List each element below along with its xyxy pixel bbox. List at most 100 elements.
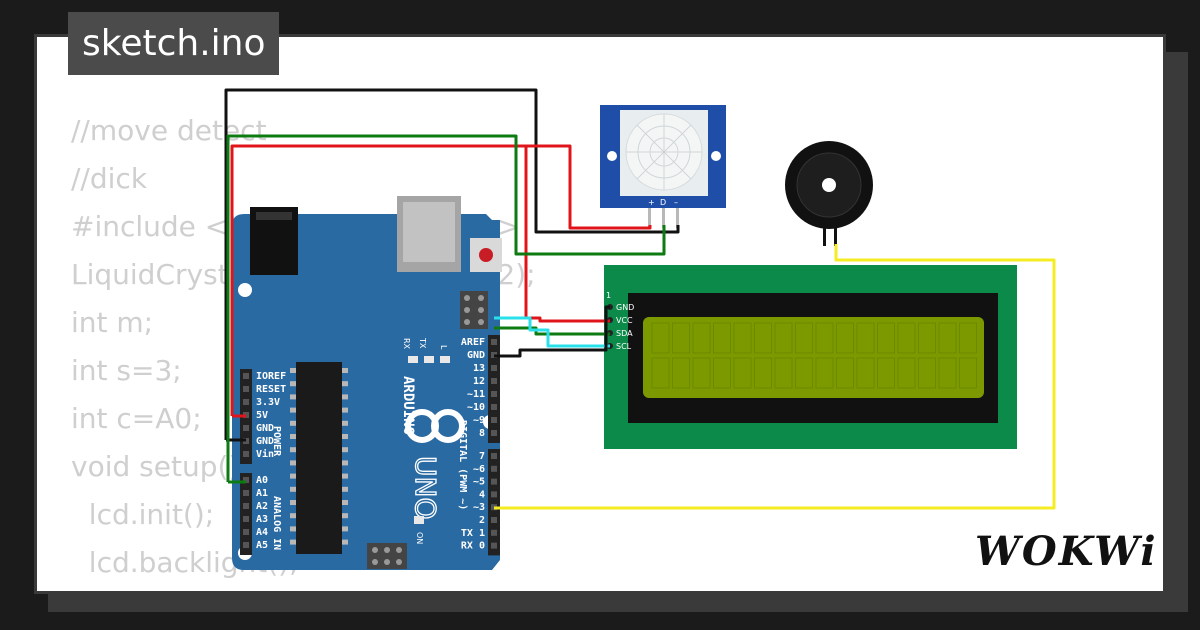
chip-leg [342,381,348,387]
chip-leg [290,381,296,387]
wokwi-logo: WOKWi [975,528,1158,575]
lcd-cell [774,322,793,354]
code-line: lcd.init(); [71,498,215,531]
lcd-cell [774,357,793,389]
pir-pin-minus: – [674,198,678,207]
lcd-cell [856,322,875,354]
chip-leg [342,526,348,532]
chip-leg [290,368,296,373]
file-tab[interactable]: sketch.ino [68,12,280,75]
chip-leg [342,473,348,479]
lcd-cell [918,357,936,389]
pin-label: GND [256,423,274,434]
code-line: int m; [71,306,154,339]
analog-section-label: ANALOG IN [271,496,282,550]
wire-black-lcd-gnd [494,305,610,358]
lcd-cell [795,322,813,354]
pin-label: ~5 [473,477,485,488]
tx-led [424,356,434,363]
chip-legs [290,368,348,545]
lcd-cell [897,357,916,389]
pin-label: RX 0 [461,541,485,552]
chip-leg [290,434,296,439]
wire-yellow-buzzer [494,244,1056,510]
pin-label: 4 [479,489,485,500]
lcd-character-grid [651,322,977,389]
model-label: UNO [409,456,442,519]
pin-label: IOREF [256,371,286,382]
pir-leg [662,208,665,228]
chip-leg [342,486,348,492]
pin-label: AREF [461,337,485,348]
pin-label: A5 [256,540,268,551]
chip-leg [342,447,348,453]
lcd-cell [754,322,772,354]
lcd-cell [959,322,977,354]
pir-leg [676,208,679,228]
pin-label: 12 [473,376,485,387]
lcd-cell [692,357,711,389]
lcd-cell [713,322,731,354]
header-pin [243,451,249,457]
pin-label: A4 [256,527,268,538]
chip-leg [290,407,296,413]
header-pin [491,430,497,436]
lcd-cell [897,322,916,354]
lcd-cell [795,357,813,389]
lcd-pin-label: GND [616,303,634,312]
header-pin [491,378,497,384]
wire-red-lcd-vcc [524,146,610,323]
lcd-cell [938,357,957,389]
header-strip [488,335,500,443]
on-led [414,516,424,524]
pin-label: ~3 [473,502,485,513]
icsp-header [460,291,488,329]
lcd-cell [938,322,957,354]
wire-black-pir-gnd [224,88,680,440]
pin-label: GND [467,350,485,361]
chip-leg [342,394,348,400]
lcd-cell [672,357,690,389]
chip-leg [342,407,348,413]
chip-leg [342,434,348,439]
pin-label: Vin [256,448,274,460]
lcd-pin-label: SDA [616,329,633,338]
header-pin [491,491,497,498]
lcd-cell [815,357,834,389]
pir-dome-pattern [626,114,702,190]
lcd-cell [959,357,977,389]
header-pin [491,404,497,410]
pin-label: 3.3V [256,397,280,408]
chip-leg [290,539,296,545]
pin-label: 13 [473,363,485,374]
header-pin [491,365,497,371]
lcd-screen [643,317,984,398]
l-led [440,356,450,363]
lcd-cell [856,357,875,389]
pir-pin-plus: + [648,198,655,207]
arduino-logo: ARDUINO UNO [400,376,465,520]
chip-leg [342,368,348,373]
chip-leg [342,420,348,426]
mount-hole [238,283,252,297]
pin-label: RESET [256,384,286,395]
lcd-cell [815,322,834,354]
chip-leg [290,513,296,519]
lcd-pin-label: VCC [616,316,633,325]
pin-label: ~9 [473,415,485,426]
header-pin [243,386,249,392]
pin-label: A3 [256,514,268,525]
rx-label: RX [402,338,411,350]
lcd-module: 1 GND VCC SDA SCL [604,265,1017,449]
header-pin [243,490,249,496]
lcd-cell [672,322,690,354]
lcd-cell [651,322,670,354]
lcd-cell [836,357,854,389]
lcd-cell [651,357,670,389]
buzzer-hole [822,178,836,192]
header-pin [491,478,497,485]
code-line: //dick [71,162,148,195]
wire-red-pir-vcc [230,144,652,416]
